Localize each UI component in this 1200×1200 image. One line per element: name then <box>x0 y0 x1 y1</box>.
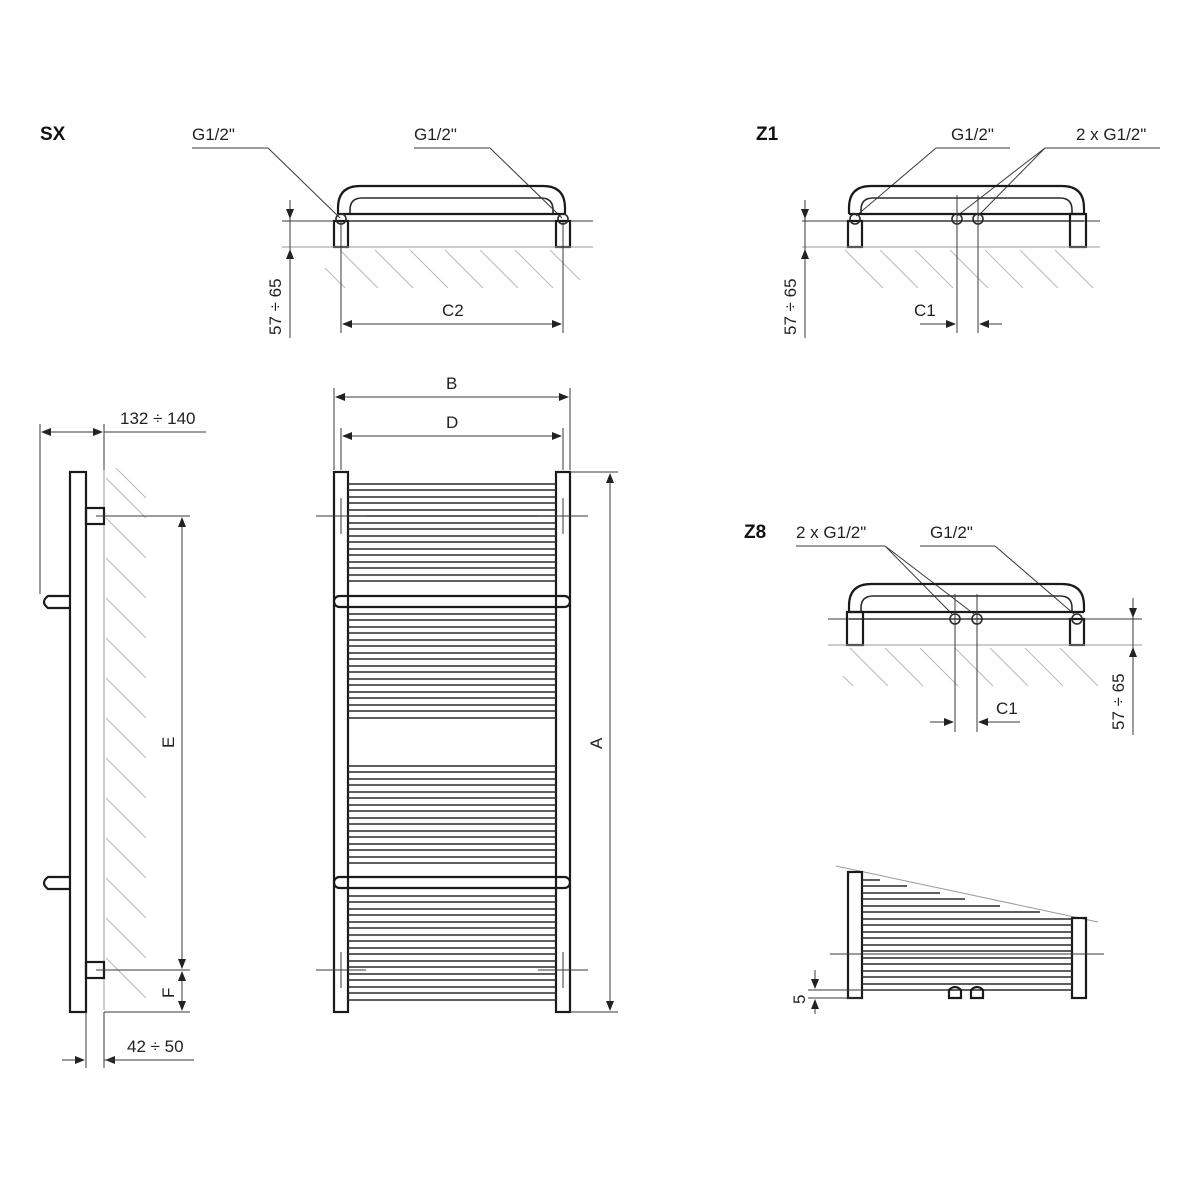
z1-title: Z1 <box>756 124 779 145</box>
front-left-column <box>332 470 350 1014</box>
front-tubes <box>348 483 556 1001</box>
side-dim-depth: 132 ÷ 140 <box>120 409 196 428</box>
z1-dim-wall: 57 ÷ 65 <box>781 278 800 335</box>
z8-dim-wall: 57 ÷ 65 <box>1109 673 1128 730</box>
detail-dim-gap: 5 <box>790 995 809 1004</box>
z1-conn-double-label: 2 x G1/2" <box>1076 125 1146 144</box>
side-view: 132 ÷ 140 E F 42 ÷ 50 <box>39 409 206 1068</box>
side-dim-base: 42 ÷ 50 <box>127 1037 184 1056</box>
front-dim-b: B <box>446 374 457 393</box>
sx-dim-c2: C2 <box>442 301 464 320</box>
front-view: B D A <box>316 374 618 1014</box>
front-dim-a: A <box>587 737 606 749</box>
z1-dim-c1: C1 <box>914 301 936 320</box>
side-radiator-body <box>68 470 88 1014</box>
z1-conn-single-label: G1/2" <box>951 125 994 144</box>
z8-dim-c1: C1 <box>996 699 1018 718</box>
z8-conn-single-label: G1/2" <box>930 523 973 542</box>
sx-conn-right-label: G1/2" <box>414 125 457 144</box>
side-dim-f: F <box>159 988 178 998</box>
z8-title: Z8 <box>744 522 766 543</box>
z8-view: Z8 2 x G1/2" G1/2" 57 ÷ 65 C1 <box>744 522 1142 735</box>
sx-dim-wall: 57 ÷ 65 <box>266 278 285 335</box>
front-dim-d: D <box>446 413 458 432</box>
sx-title: SX <box>40 124 66 145</box>
detail-view: 5 <box>790 865 1104 1014</box>
side-dim-e: E <box>159 737 178 748</box>
front-right-column <box>554 470 572 1014</box>
z1-view: Z1 G1/2" 2 x G1/2" 57 ÷ 65 C1 <box>756 124 1160 338</box>
z8-conn-double-label: 2 x G1/2" <box>796 523 866 542</box>
sx-conn-left-label: G1/2" <box>192 125 235 144</box>
sx-rail <box>336 184 567 214</box>
sx-view: SX G1/2" G1/2" 57 ÷ 65 <box>40 124 593 338</box>
